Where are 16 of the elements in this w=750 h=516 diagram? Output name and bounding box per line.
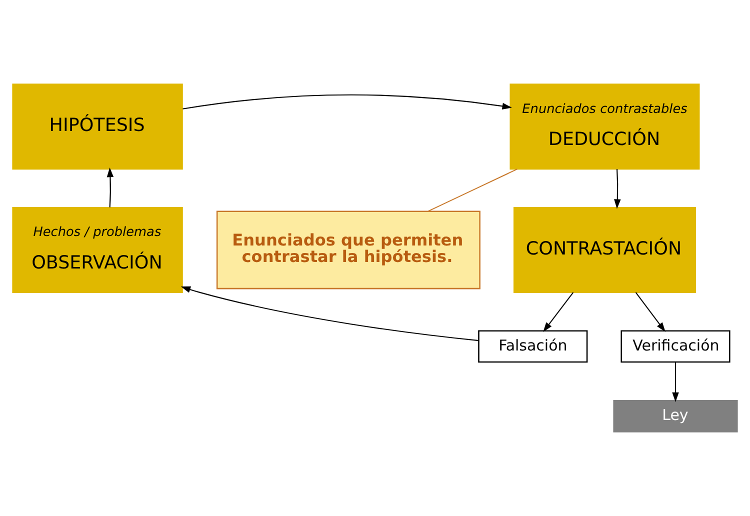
node-box: Enunciados que permiten contrastar la hipótesis. (216, 210, 480, 290)
arrow (180, 286, 479, 342)
node-box: Enunciados contrastables DEDUCCIÓN (510, 84, 700, 170)
connector (428, 168, 518, 212)
node-box: CONTRASTACIÓN (513, 206, 696, 293)
node-box: HIPÓTESIS (12, 84, 183, 170)
arrow (635, 292, 666, 332)
arrow (672, 362, 679, 402)
arrow (614, 169, 621, 209)
node-box: Falsación (478, 330, 588, 363)
arrow (182, 94, 512, 110)
arrow (543, 292, 574, 332)
node-box: Ley (613, 400, 738, 432)
node-box: Verificación (620, 330, 730, 363)
arrow (106, 167, 114, 208)
node-box: Hechos / problemas OBSERVACIÓN (12, 206, 183, 293)
